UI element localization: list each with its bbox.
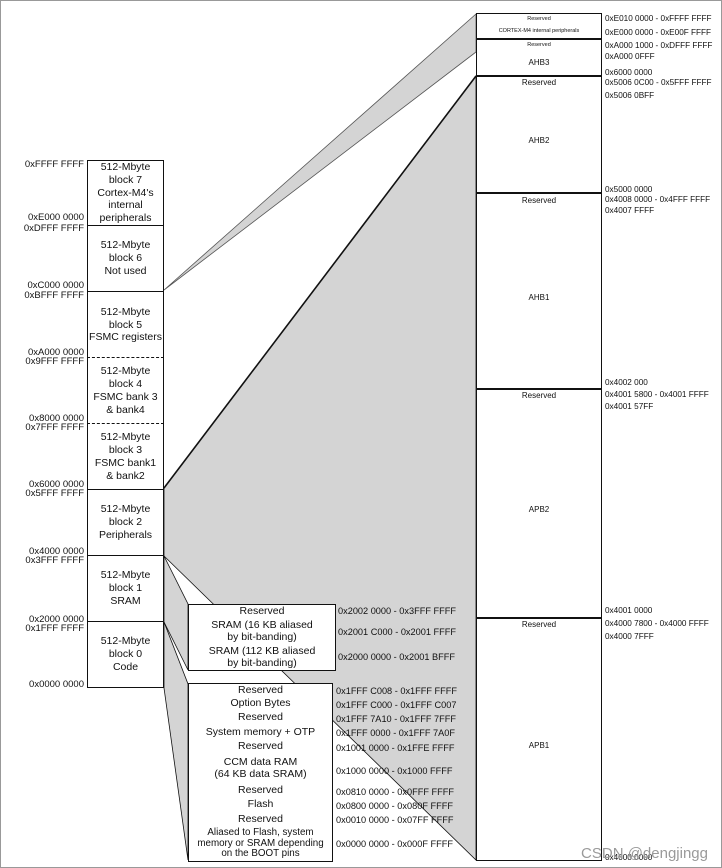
block-0: 512-Mbyte block 0 Code <box>87 621 164 688</box>
code-addr-9: 0x0000 0000 - 0x000F FFFF <box>336 839 453 849</box>
right-addr-4: 0x6000 0000 <box>605 68 653 77</box>
right-apb2: APB2 <box>476 402 602 618</box>
zoom-line-peripherals-top <box>163 75 477 489</box>
code-addr-1: 0x1FFF C000 - 0x1FFF C007 <box>336 700 457 710</box>
code-reserved-2: Reserved <box>188 711 333 726</box>
sram-addr-0: 0x2002 0000 - 0x3FFF FFFF <box>338 606 456 616</box>
right-addr-12: 0x4001 57FF <box>605 402 654 411</box>
block-6: 512-Mbyte block 6 Not used <box>87 225 164 292</box>
right-ahb2: AHB2 <box>476 89 602 193</box>
left-addr-5: 0xA000 0000 <box>28 347 84 358</box>
right-addr-16: 0x4000 0000 <box>605 853 653 862</box>
code-addr-8: 0x0010 0000 - 0x07FF FFFF <box>336 815 454 825</box>
sram-112kb: SRAM (112 KB aliased by bit-banding) <box>188 645 336 671</box>
right-ahb1: AHB1 <box>476 207 602 389</box>
code-reserved-1: Reserved <box>188 683 333 698</box>
code-addr-7: 0x0800 0000 - 0x080F FFFF <box>336 801 453 811</box>
code-reserved-4: Reserved <box>188 784 333 799</box>
right-addr-1: 0xE000 0000 - 0xE00F FFFF <box>605 28 712 37</box>
right-addr-9: 0x4007 FFFF <box>605 206 655 215</box>
block-5: 512-Mbyte block 5 FSMC registers <box>87 291 164 358</box>
right-addr-0: 0xE010 0000 - 0xFFFF FFFF <box>605 14 712 23</box>
code-addr-3: 0x1FFF 0000 - 0x1FFF 7A0F <box>336 728 455 738</box>
code-flash: Flash <box>188 798 333 813</box>
left-addr-15: 0x0000 0000 <box>29 679 84 690</box>
left-addr-1: 0xE000 0000 <box>28 212 84 223</box>
right-addr-2: 0xA000 1000 - 0xDFFF FFFF <box>605 41 713 50</box>
code-addr-5: 0x1000 0000 - 0x1000 FFFF <box>336 766 453 776</box>
left-addr-3: 0xC000 0000 <box>27 280 84 291</box>
right-addr-10: 0x4002 000 <box>605 378 648 387</box>
right-addr-8: 0x4008 0000 - 0x4FFF FFFF <box>605 195 711 204</box>
left-addr-2: 0xDFFF FFFF <box>23 223 84 234</box>
left-addr-0: 0xFFFF FFFF <box>24 159 84 170</box>
left-addr-11: 0x4000 0000 <box>29 546 84 557</box>
code-option-bytes: Option Bytes <box>188 697 333 712</box>
left-addr-4: 0xBFFF FFFF <box>24 290 84 301</box>
code-addr-2: 0x1FFF 7A10 - 0x1FFF 7FFF <box>336 714 456 724</box>
block-7: 512-Mbyte block 7 Cortex-M4's internal p… <box>87 160 164 226</box>
left-addr-13: 0x2000 0000 <box>29 614 84 625</box>
block-3: 512-Mbyte block 3 FSMC bank1 & bank2 <box>87 423 164 490</box>
code-reserved-5: Reserved <box>188 812 333 828</box>
right-reserved-4: Reserved <box>476 193 602 208</box>
sram-reserved: Reserved <box>188 604 336 619</box>
code-addr-6: 0x0810 0000 - 0x0FFF FFFF <box>336 787 454 797</box>
left-addr-8: 0x7FFF FFFF <box>25 422 84 433</box>
block-4: 512-Mbyte block 4 FSMC bank 3 & bank4 <box>87 357 164 424</box>
code-addr-0: 0x1FFF C008 - 0x1FFF FFFF <box>336 686 457 696</box>
right-reserved-5: Reserved <box>476 389 602 403</box>
code-reserved-3: Reserved <box>188 740 333 755</box>
left-addr-7: 0x8000 0000 <box>29 413 84 424</box>
left-addr-9: 0x6000 0000 <box>29 479 84 490</box>
right-addr-5: 0x5006 0C00 - 0x5FFF FFFF <box>605 78 712 87</box>
right-addr-7: 0x5000 0000 <box>605 185 653 194</box>
left-addr-12: 0x3FFF FFFF <box>25 555 84 566</box>
sram-16kb: SRAM (16 KB aliased by bit-banding) <box>188 618 336 646</box>
sram-addr-2: 0x2000 0000 - 0x2001 BFFF <box>338 652 455 662</box>
block-2: 512-Mbyte block 2 Peripherals <box>87 489 164 556</box>
block-1: 512-Mbyte block 1 SRAM <box>87 555 164 622</box>
right-reserved-3: Reserved <box>476 76 602 90</box>
code-aliased-boot: Aliased to Flash, system memory or SRAM … <box>188 827 333 862</box>
right-addr-13: 0x4001 0000 <box>605 606 653 615</box>
left-addr-6: 0x9FFF FFFF <box>25 356 84 367</box>
right-addr-15: 0x4000 7FFF <box>605 632 654 641</box>
right-addr-11: 0x4001 5800 - 0x4001 FFFF <box>605 390 709 399</box>
code-system-memory-otp: System memory + OTP <box>188 725 333 741</box>
right-addr-14: 0x4000 7800 - 0x4000 FFFF <box>605 619 709 628</box>
right-ahb3: AHB3 <box>476 51 602 76</box>
right-addr-6: 0x5006 0BFF <box>605 91 655 100</box>
right-reserved-6: Reserved <box>476 618 602 632</box>
code-addr-4: 0x1001 0000 - 0x1FFE FFFF <box>336 743 455 753</box>
csdn-watermark: CSDN @dengjingg <box>581 845 708 862</box>
right-addr-3: 0xA000 0FFF <box>605 52 655 61</box>
sram-addr-1: 0x2001 C000 - 0x2001 FFFF <box>338 627 456 637</box>
code-ccm-data-ram: CCM data RAM (64 KB data SRAM) <box>188 754 333 785</box>
right-cortex-m4-peripherals: CORTEX-M4 internal peripherals <box>476 25 602 39</box>
left-addr-14: 0x1FFF FFFF <box>25 623 84 634</box>
right-apb1: APB1 <box>476 631 602 861</box>
left-addr-10: 0x5FFF FFFF <box>25 488 84 499</box>
